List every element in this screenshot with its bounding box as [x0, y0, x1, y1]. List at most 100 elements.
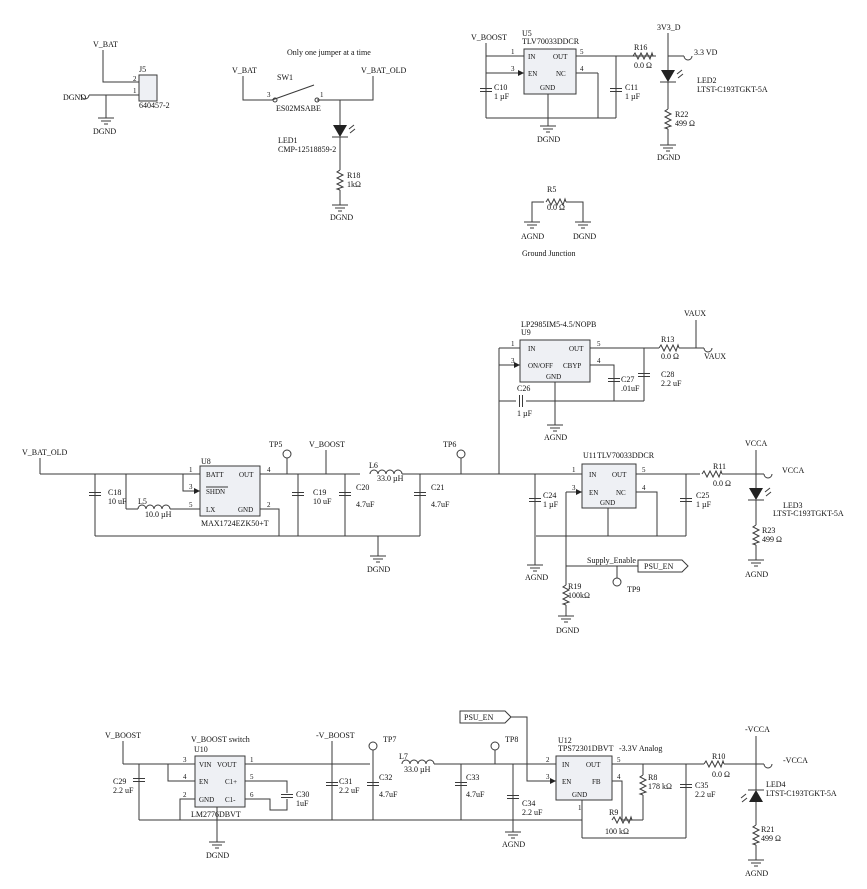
c11-value: 1 µF [625, 92, 641, 101]
c27-value: .01uF [621, 384, 640, 393]
c28-ref: C28 [661, 370, 674, 379]
c34-value: 2.2 uF [522, 808, 543, 817]
c18-ref: C18 [108, 488, 121, 497]
l5-ref: L5 [138, 497, 147, 506]
svg-text:4: 4 [580, 65, 584, 73]
ground-symbol [369, 555, 387, 563]
svg-text:EN: EN [199, 778, 208, 786]
svg-text:6: 6 [250, 791, 254, 799]
svg-text:C1+: C1+ [225, 778, 237, 786]
svg-text:GND: GND [600, 499, 615, 507]
svg-text:OUT: OUT [586, 761, 601, 769]
sw1-value: ES02MSABE [276, 104, 321, 113]
r10-resistor [703, 760, 725, 768]
c11-ref: C11 [625, 83, 638, 92]
ground-junction: R5 0.0 Ω AGND DGND Ground Junction [521, 185, 596, 258]
r23-resistor [752, 524, 760, 546]
svg-text:OUT: OUT [553, 53, 568, 61]
l6-ref: L6 [369, 461, 378, 470]
c24-ref: C24 [543, 491, 556, 500]
net-label-vcca-top: VCCA [745, 439, 767, 448]
r10-ref: R10 [712, 752, 725, 761]
net-label-dgnd-u10: DGND [206, 851, 229, 860]
c19-ref: C19 [313, 488, 326, 497]
net-label-agnd-u11: AGND [525, 573, 548, 582]
led2-diode [659, 69, 684, 83]
ground-junction-label: Ground Junction [522, 249, 576, 258]
c32-ref: C32 [379, 773, 392, 782]
sw1-jumper: Only one jumper at a time V_BAT V_BAT_OL… [232, 48, 407, 222]
net-label-neg-vcca: -VCCA [783, 756, 808, 765]
r9-ref: R9 [609, 808, 618, 817]
ground-symbol [747, 859, 765, 867]
c21-ref: C21 [431, 483, 444, 492]
net-label-dgnd-led2: DGND [657, 153, 680, 162]
svg-text:1: 1 [511, 340, 515, 348]
svg-text:IN: IN [589, 471, 596, 479]
net-label-vbat-j5: V_BAT [93, 40, 118, 49]
ground-symbol [523, 221, 541, 229]
c18-value: 10 uF [108, 497, 127, 506]
c31-value: 2.2 uF [339, 786, 360, 795]
tp5-testpoint [282, 449, 292, 459]
u5-regulator: V_BOOST U5 TLV70033DDCR IN OUT EN NC GND… [471, 23, 768, 162]
svg-text:VOUT: VOUT [217, 761, 237, 769]
net-label-agnd-led3: AGND [745, 570, 768, 579]
c20-value: 4.7uF [356, 500, 375, 509]
analog-note: -3.3V Analog [619, 744, 662, 753]
u11-body [581, 463, 637, 509]
svg-text:4: 4 [267, 466, 271, 474]
net-label-neg-vcca-top: -VCCA [745, 725, 770, 734]
u8-body [199, 465, 261, 517]
ground-symbol [539, 125, 557, 133]
c30-ref: C30 [296, 790, 309, 799]
svg-text:1: 1 [578, 804, 582, 812]
svg-text:5: 5 [597, 340, 601, 348]
r16-ref: R16 [634, 43, 647, 52]
svg-text:OUT: OUT [612, 471, 627, 479]
svg-text:1: 1 [320, 91, 324, 99]
svg-text:EN: EN [562, 778, 571, 786]
c30-capacitor [280, 794, 294, 798]
tp6-testpoint [456, 449, 466, 459]
inverter-stage: V_BOOST C29 2.2 uF V_BOOST switch U10 LM… [105, 731, 560, 860]
svg-text:3: 3 [183, 756, 187, 764]
led1-diode [331, 124, 356, 138]
led2-value: LTST-C193TGKT-5A [697, 85, 768, 94]
note-jumper: Only one jumper at a time [287, 48, 371, 57]
r18-resistor [336, 169, 344, 191]
r21-resistor [752, 824, 760, 846]
svg-text:NC: NC [616, 489, 626, 497]
l7-value: 33.0 µH [404, 765, 431, 774]
c35-value: 2.2 uF [695, 790, 716, 799]
svg-text:IN: IN [562, 761, 569, 769]
sw1-ref: SW1 [277, 73, 293, 82]
net-label-vboost-u5: V_BOOST [471, 33, 507, 42]
svg-text:5: 5 [250, 773, 254, 781]
svg-text:LX: LX [206, 506, 215, 514]
svg-text:4: 4 [617, 773, 621, 781]
c31-ref: C31 [339, 777, 352, 786]
net-label-dgnd-u5: DGND [537, 135, 560, 144]
svg-text:4: 4 [642, 484, 646, 492]
tp6-label: TP6 [443, 440, 456, 449]
c19-value: 10 uF [313, 497, 332, 506]
svg-text:CBYP: CBYP [563, 362, 581, 370]
svg-text:IN: IN [528, 53, 535, 61]
j5-connector: V_BAT DGND DGND J5 640457-2 2 1 [63, 40, 170, 136]
svg-text:2: 2 [267, 501, 271, 509]
svg-text:4: 4 [183, 773, 187, 781]
tp7-testpoint [368, 741, 378, 751]
svg-text:5: 5 [580, 48, 584, 56]
c24-value: 1 µF [543, 500, 559, 509]
c21-value: 4.7uF [431, 500, 450, 509]
svg-text:3: 3 [572, 484, 576, 492]
j5-ref: J5 [139, 65, 146, 74]
net-label-agnd-r5: AGND [521, 232, 544, 241]
net-label-vaux-top: VAUX [684, 309, 706, 318]
svg-text:SHDN: SHDN [206, 488, 225, 496]
r21-ref: R21 [761, 825, 774, 834]
r8-ref: R8 [648, 773, 657, 782]
r8-resistor [639, 774, 647, 796]
net-label-vbat-sw1: V_BAT [232, 66, 257, 75]
